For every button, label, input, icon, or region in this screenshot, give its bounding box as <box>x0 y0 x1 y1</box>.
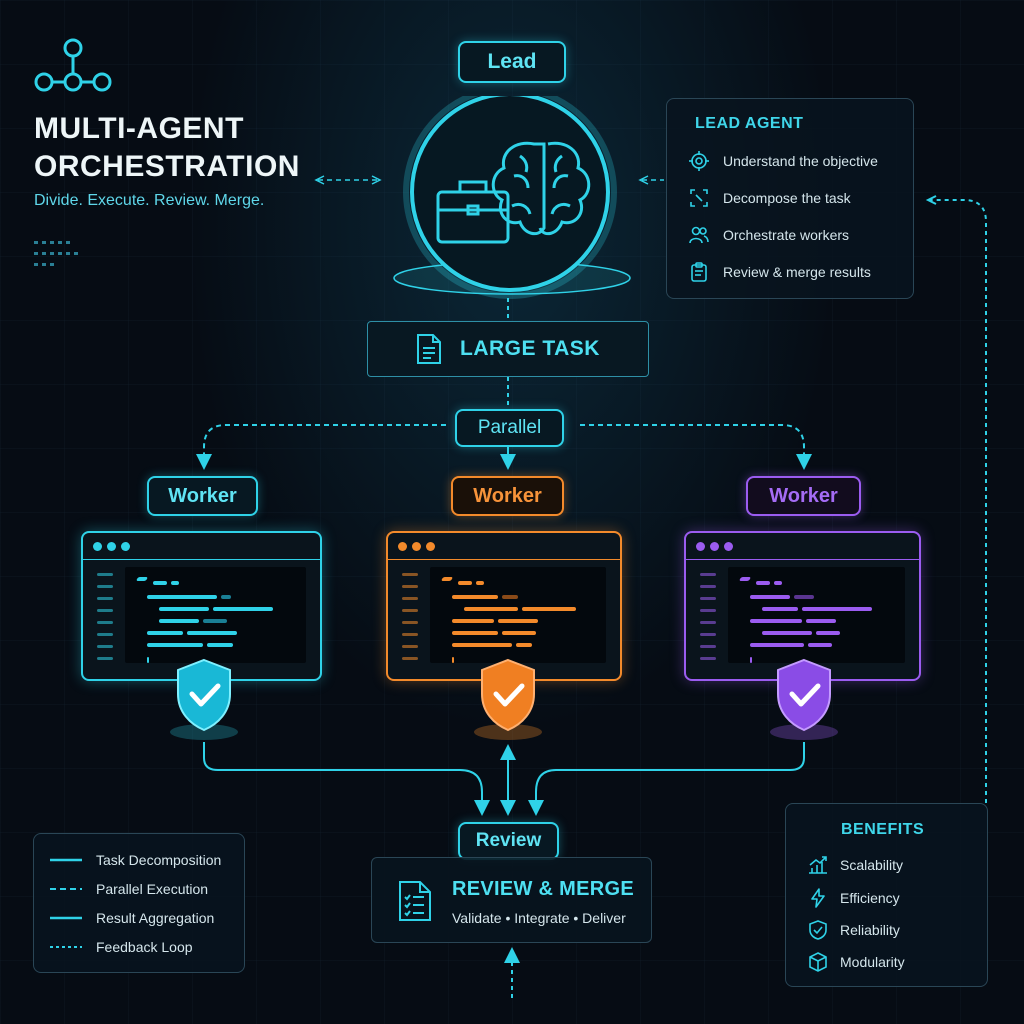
benefit-reliability: Reliability <box>808 920 900 940</box>
lead-item-review: Review & merge results <box>689 262 871 282</box>
benefit-scalability: Scalability <box>808 856 903 874</box>
worker-label-purple: Worker <box>746 476 861 516</box>
benefits-title: BENEFITS <box>841 821 925 838</box>
benefit-efficiency: Efficiency <box>808 888 900 908</box>
large-task-box[interactable]: LARGE TASK <box>367 321 649 377</box>
lead-agent-panel-title: LEAD AGENT <box>695 115 804 132</box>
bolt-icon <box>811 888 825 908</box>
legend-line-dashed <box>50 888 82 890</box>
chart-up-icon <box>809 856 827 874</box>
lead-item-decompose: Decompose the task <box>689 188 851 208</box>
lead-item-orchestrate: Orchestrate workers <box>689 225 849 245</box>
page-subtitle: Divide. Execute. Review. Merge. <box>34 192 265 209</box>
shield-check-icon-orange <box>474 658 542 740</box>
network-logo-icon <box>34 38 112 92</box>
parallel-label: Parallel <box>455 409 564 447</box>
target-icon <box>689 151 709 171</box>
shield-check-icon-cyan <box>170 658 238 740</box>
legend: Task Decomposition Parallel Execution Re… <box>33 833 245 973</box>
legend-line-solid-2 <box>50 916 82 920</box>
cube-icon <box>809 952 827 972</box>
review-merge-title: REVIEW & MERGE <box>452 878 634 900</box>
decompose-icon <box>690 189 708 207</box>
legend-item-result-aggregation: Result Aggregation <box>96 910 215 926</box>
legend-item-feedback-loop: Feedback Loop <box>96 939 193 955</box>
review-label: Review <box>458 822 559 860</box>
worker-window-orange[interactable] <box>386 531 622 681</box>
lead-agent-node[interactable] <box>388 96 636 306</box>
document-icon <box>417 334 442 364</box>
lead-agent-panel: LEAD AGENT Understand the objective Deco… <box>666 98 914 299</box>
legend-line-solid <box>50 858 82 862</box>
legend-line-dotted <box>50 946 82 948</box>
checklist-icon <box>399 881 431 921</box>
users-icon <box>689 226 709 244</box>
benefit-modularity: Modularity <box>808 952 905 972</box>
brain-icon <box>491 141 591 236</box>
large-task-label: LARGE TASK <box>460 337 600 360</box>
lead-label: Lead <box>458 41 566 83</box>
worker-label-cyan: Worker <box>147 476 258 516</box>
worker-label-orange: Worker <box>451 476 564 516</box>
shield-check-icon-purple <box>770 658 838 740</box>
clipboard-icon <box>691 262 707 282</box>
benefits-panel: BENEFITS Scalability Efficiency Reliabil… <box>785 803 988 987</box>
review-merge-box[interactable]: REVIEW & MERGE Validate • Integrate • De… <box>371 857 652 943</box>
shield-check-icon <box>809 920 827 940</box>
legend-item-task-decomposition: Task Decomposition <box>96 852 222 868</box>
worker-window-purple[interactable] <box>684 531 921 681</box>
review-merge-subtitle: Validate • Integrate • Deliver <box>452 910 626 926</box>
worker-window-cyan[interactable] <box>81 531 322 681</box>
legend-item-parallel-execution: Parallel Execution <box>96 881 209 897</box>
lead-item-objective: Understand the objective <box>689 151 878 171</box>
page-title: MULTI-AGENT ORCHESTRATION <box>34 112 300 183</box>
briefcase-icon <box>436 180 510 244</box>
